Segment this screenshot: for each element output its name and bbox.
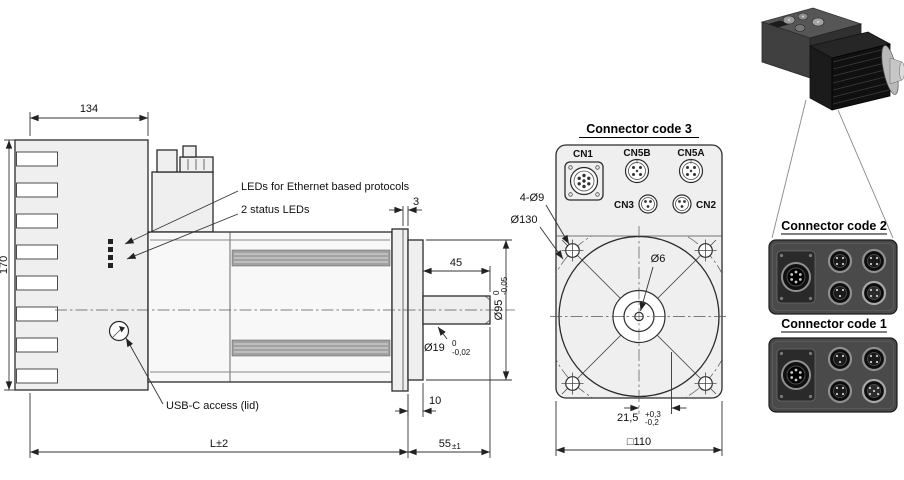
connector-code2-panel: Connector code 2 [768, 219, 898, 315]
dim-170-text: 170 [0, 256, 10, 274]
dim-flange-thickness: 3 [389, 196, 422, 226]
dim-134-text: 134 [80, 103, 98, 115]
cn5b-connector [624, 158, 650, 184]
connector-code1-title: Connector code 1 [781, 317, 887, 331]
code2-round-connectors [827, 248, 887, 306]
usbc-label: USB-C access (lid) [166, 400, 259, 412]
ethernet-leds-callout: LEDs for Ethernet based protocols [124, 181, 410, 245]
dim-d95-text: Ø95 [493, 300, 505, 321]
dim-45-text: 45 [450, 257, 462, 269]
cn3-connector [638, 194, 658, 214]
dim-d130-text: Ø130 [511, 214, 538, 226]
connector-code2-title: Connector code 2 [781, 219, 887, 233]
dim-215-tol-lower: -0,2 [645, 418, 659, 427]
cn2-label: CN2 [696, 200, 716, 211]
connector-code1-panel: Connector code 1 [768, 317, 898, 413]
dim-total-length: L±2 [29, 393, 409, 458]
dim-3-text: 3 [413, 196, 419, 208]
front-view: Connector code 3 [511, 122, 728, 456]
variant-leader-1 [771, 99, 807, 239]
side-view: 134 170 3 45 Ø95 [0, 103, 515, 458]
iso-top-connectors [768, 12, 825, 32]
dim-d6-text: Ø6 [651, 253, 666, 265]
dim-square-flange: □110 [555, 401, 723, 456]
cn5b-label: CN5B [623, 148, 650, 159]
dim-170: 170 [0, 139, 15, 391]
dim-center-hole: Ø6 [639, 253, 666, 312]
d95-tol-upper: 0 [492, 290, 501, 295]
dim-55-tol: ±1 [452, 442, 461, 451]
led-indicators [108, 239, 113, 268]
code2-cn1 [776, 250, 816, 304]
dim-bolt-circle: Ø130 [511, 214, 564, 260]
dim-215-tol-upper: +0,3 [645, 410, 661, 419]
d19-tol-upper: 0 [452, 339, 457, 348]
variant-leader-2 [837, 109, 894, 239]
dim-55-text: 55 [439, 438, 451, 450]
bolt-holes [561, 239, 717, 395]
cn1-connector [564, 161, 604, 201]
front-view-title-group: Connector code 3 [579, 122, 699, 138]
dim-bolt-holes: 4-Ø9 [520, 192, 570, 245]
cn2-connector [672, 194, 692, 214]
cn3-label: CN3 [614, 200, 634, 211]
dim-shaft-diameter: Ø19 0 -0,02 [424, 326, 471, 357]
front-view-title: Connector code 3 [586, 122, 692, 136]
dim-d19-text: Ø19 [424, 342, 445, 354]
ethernet-leds-label: LEDs for Ethernet based protocols [241, 181, 410, 193]
motor-body [147, 231, 393, 383]
iso-shaft [881, 45, 904, 95]
dim-key-offset: 21,5 +0,3 -0,2 [617, 352, 687, 427]
dim-pilot-diameter: Ø95 0 -0,05 [426, 239, 512, 381]
usbc-callout: USB-C access (lid) [125, 337, 259, 412]
dim-110-text: □110 [627, 436, 651, 448]
iso-motor-body [808, 31, 892, 111]
dim-L-text: L±2 [210, 438, 228, 450]
dim-4d9-text: 4-Ø9 [520, 192, 544, 204]
drive-housing [14, 139, 214, 391]
dim-shaft-length: 45 [422, 257, 491, 292]
status-leds-callout: 2 status LEDs [126, 204, 310, 260]
cn5a-label: CN5A [677, 148, 704, 159]
status-leds-label: 2 status LEDs [241, 204, 310, 216]
code1-round-connectors [827, 346, 887, 404]
dim-front-length: 55 ±1 [408, 327, 491, 458]
iso-view [760, 7, 904, 239]
d95-tol-lower: -0,05 [500, 276, 509, 295]
cn5a-connector [678, 158, 704, 184]
dim-10-text: 10 [429, 395, 441, 407]
dim-215-text: 21,5 [617, 412, 638, 424]
cn1-label: CN1 [573, 149, 593, 160]
d19-tol-lower: -0,02 [452, 348, 471, 357]
code1-cn1 [776, 348, 816, 402]
usbc-lid-symbol [108, 320, 130, 342]
dim-134: 134 [29, 103, 149, 136]
